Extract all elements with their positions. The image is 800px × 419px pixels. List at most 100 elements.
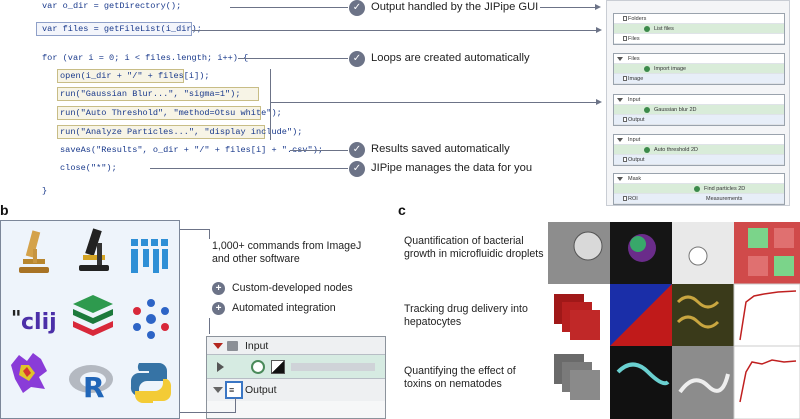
example-images-grid <box>548 222 800 419</box>
node-input1-text: Input <box>628 97 641 103</box>
expand-arrow-icon[interactable] <box>213 387 223 393</box>
node-folders-text: Folders <box>628 16 647 22</box>
ui-input-slot[interactable]: Input <box>207 337 385 355</box>
code-highlight-filelist <box>36 22 192 36</box>
code-line-3-text: for (var i = 0; i < files.length; i++) { <box>42 53 249 63</box>
node-measurements-text: Measurements <box>706 196 743 202</box>
code-highlight-particles <box>57 125 265 139</box>
bullet-custom-nodes: Custom-developed nodes <box>232 282 353 294</box>
node-import[interactable]: Import image <box>614 64 784 74</box>
note-loops: Loops are created automatically <box>371 52 530 64</box>
code-highlight-gaussian <box>57 87 259 101</box>
play-icon[interactable] <box>217 362 224 372</box>
run-icon <box>694 186 700 192</box>
ui-input-label: Input <box>245 340 269 352</box>
stack-icon: ≡ <box>229 385 235 395</box>
arrow-filelist <box>192 30 596 31</box>
node-gaussian-op[interactable]: Gaussian blur 2D <box>614 105 784 115</box>
output-highlight-box <box>225 381 243 399</box>
jipipe-graph: Folders List files Files Files Import im… <box>606 0 790 206</box>
node-import-image[interactable]: Files Import image Image <box>613 53 785 85</box>
node-folders-label: Folders <box>614 14 784 24</box>
node-mask-input: Mask <box>614 174 784 184</box>
plus-icon: + <box>212 282 225 295</box>
arrow-filelist-head <box>596 27 602 33</box>
run-node-icon[interactable] <box>251 360 265 374</box>
code-line-1-text: var o_dir = getDirectory(); <box>42 1 182 11</box>
threshold-icon <box>271 360 285 374</box>
node-threshold-op[interactable]: Auto threshold 2D <box>614 145 784 155</box>
caption-drug-delivery: Tracking drug delivery into hepatocytes <box>404 303 528 328</box>
node-files-text: Files <box>628 36 640 42</box>
node-folders[interactable]: Folders List files Files <box>613 13 785 45</box>
hex-dots-logo-icon <box>133 299 169 339</box>
bullet-integration: Automated integration <box>232 302 336 314</box>
code-line-5: run("Gaussian Blur...", "sigma=1"); <box>60 89 241 100</box>
svg-text:R: R <box>83 371 105 404</box>
node-files-output: Files <box>614 34 784 44</box>
software-logo-grid: " clij R <box>0 220 180 419</box>
node-list-files[interactable]: List files <box>614 24 784 34</box>
svg-text:": " <box>11 306 21 330</box>
arrow-steps-head <box>596 99 602 105</box>
node-gaussian[interactable]: Input Gaussian blur 2D Output <box>613 94 785 126</box>
ui-output-slot[interactable]: ≡ Output <box>207 379 385 401</box>
node-import-text: Import image <box>654 66 687 72</box>
fiji-logo-icon <box>131 239 168 273</box>
headline-commands: 1,000+ commands from ImageJ and other so… <box>212 240 362 265</box>
node-files-input: Files <box>614 54 784 64</box>
note-output-handled: Output handled by the JIPipe GUI <box>371 1 539 13</box>
node-particles-op[interactable]: Find particles 2D <box>614 184 784 194</box>
code-line-5-text: run("Gaussian Blur...", "sigma=1"); <box>60 89 241 99</box>
code-line-2: var files = getFileList(i_dir); <box>42 24 202 35</box>
arrow-steps <box>270 102 596 103</box>
code-line-9-text: close("*"); <box>60 163 117 173</box>
layers-logo-icon <box>73 295 113 336</box>
connector-note-1 <box>230 7 348 8</box>
note-results-saved: Results saved automatically <box>371 143 510 155</box>
node-files2-text: Files <box>628 56 640 62</box>
node-threshold-output: Output <box>614 155 784 165</box>
run-icon <box>644 66 650 72</box>
code-line-8: saveAs("Results", o_dir + "/" + files[i]… <box>60 145 323 156</box>
connector-to-ui <box>209 318 210 334</box>
collapse-arrow-icon[interactable] <box>213 343 223 349</box>
node-threshold-input: Input <box>614 135 784 145</box>
connector-note-4 <box>150 168 348 169</box>
code-line-6-text: run("Auto Threshold", "method=Otsu white… <box>60 108 282 118</box>
node-threshold[interactable]: Input Auto threshold 2D Output <box>613 134 785 166</box>
code-line-1: var o_dir = getDirectory(); <box>42 1 181 12</box>
hepatocyte-texture-image <box>672 284 734 346</box>
node-roi-text: ROI <box>628 196 638 202</box>
caption-nematodes: Quantifying the effect of toxins on nema… <box>404 365 516 390</box>
r-logo-icon: R <box>69 365 113 404</box>
code-line-3: for (var i = 0; i < files.length; i++) { <box>42 53 248 64</box>
code-line-6: run("Auto Threshold", "method=Otsu white… <box>60 108 282 119</box>
check-icon: ✓ <box>349 51 365 67</box>
note-data-managed: JIPipe manages the data for you <box>371 162 533 174</box>
node-output2-text: Output <box>628 157 645 163</box>
connector-logos-vertical <box>209 229 210 239</box>
arrow-to-graph-top <box>540 7 595 8</box>
node-name-placeholder <box>291 363 375 371</box>
code-highlight-open <box>57 69 184 83</box>
run-icon <box>644 26 650 32</box>
node-gaussian-output: Output <box>614 115 784 125</box>
ui-output-label: Output <box>245 384 277 396</box>
code-highlight-threshold <box>57 106 261 120</box>
arrow-to-graph-top-head <box>595 4 601 10</box>
node-mask-text: Mask <box>628 176 642 182</box>
ui-node-body[interactable] <box>207 355 385 379</box>
node-gaussian-input: Input <box>614 95 784 105</box>
connector-logos <box>180 229 210 230</box>
node-particles[interactable]: Mask Find particles 2D ROI Measurements <box>613 173 785 205</box>
clij-logo-icon: " clij <box>11 306 57 335</box>
code-line-9: close("*"); <box>60 163 117 174</box>
python-logo-icon <box>130 363 172 403</box>
node-threshold-text: Auto threshold 2D <box>654 147 699 153</box>
code-line-10: } <box>42 186 47 197</box>
node-particles-text: Find particles 2D <box>704 186 746 192</box>
layers-icon <box>227 341 238 351</box>
connector-note-2 <box>238 58 348 59</box>
code-line-8-text: saveAs("Results", o_dir + "/" + files[i]… <box>60 145 324 155</box>
